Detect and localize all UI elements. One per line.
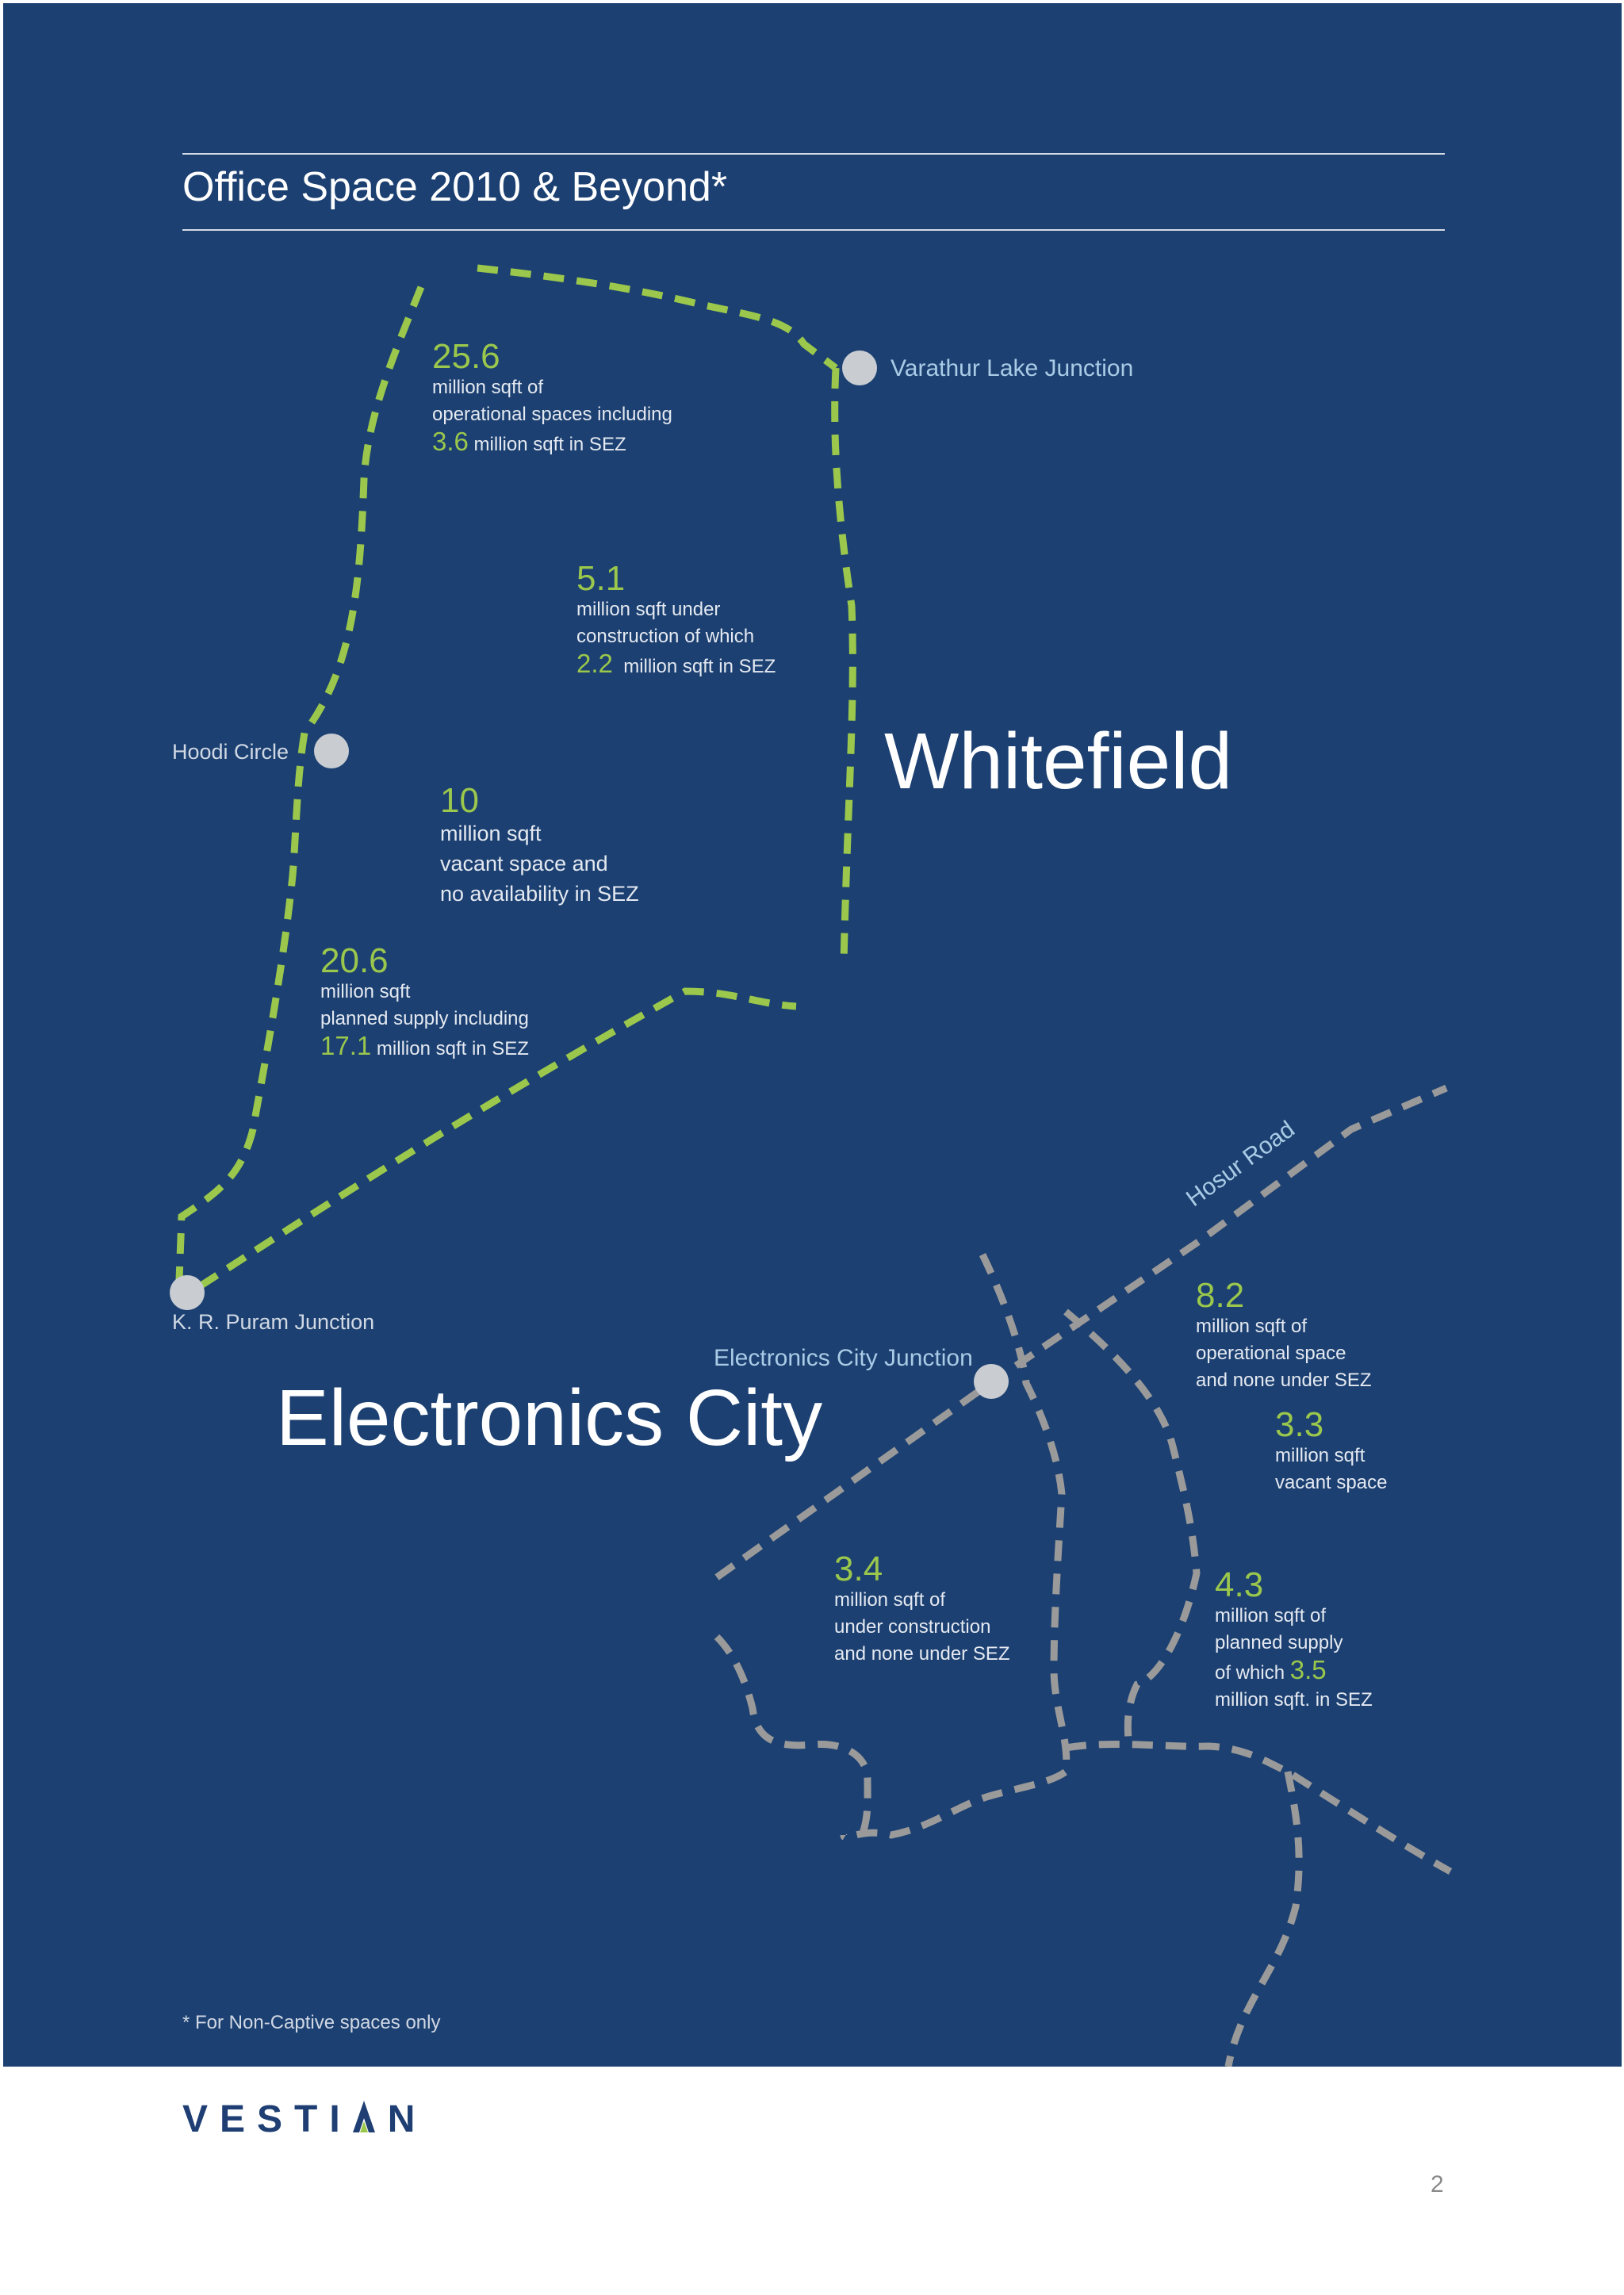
logo-text-part2: N	[387, 2098, 427, 2140]
map-panel	[3, 3, 1622, 2067]
ec-operational-stat: 8.2 million sqft of operational space an…	[1196, 1278, 1372, 1394]
hoodi-circle-label: Hoodi Circle	[172, 740, 289, 764]
ec-road-4	[1065, 1740, 1453, 1875]
electronics-city-roads	[714, 1084, 1453, 2067]
wf-operational-stat: 25.6 million sqft of operational spaces …	[432, 339, 672, 458]
wf-construction-sez-value: 2.2	[576, 649, 613, 678]
ec-vacant-line1: million sqft	[1275, 1445, 1365, 1466]
varathur-junction-marker	[842, 351, 877, 385]
ec-road-1	[840, 1253, 1071, 1841]
hoodi-circle-marker	[314, 734, 349, 768]
title-rule-bottom	[182, 229, 1445, 231]
ec-operational-line1: million sqft of	[1196, 1316, 1308, 1337]
whitefield-route-west	[175, 285, 425, 1281]
wf-construction-line2: construction of which	[576, 626, 755, 647]
varathur-junction-label: Varathur Lake Junction	[891, 355, 1134, 381]
footnote: * For Non-Captive spaces only	[182, 2012, 441, 2033]
ec-construction-stat: 3.4 million sqft of under construction a…	[834, 1552, 1010, 1668]
wf-planned-stat: 20.6 million sqft planned supply includi…	[320, 944, 529, 1063]
ec-construction-line2: under construction	[834, 1616, 991, 1638]
logo-text-part1: VESTI	[182, 2098, 352, 2140]
ec-planned-line3-prefix: of which	[1215, 1662, 1285, 1684]
wf-planned-line1: million sqft	[320, 981, 411, 1002]
whitefield-route-south	[197, 987, 797, 1289]
ec-operational-value: 8.2	[1196, 1276, 1245, 1315]
whitefield-boundary	[175, 264, 856, 1289]
vestian-logo: VESTI N	[182, 2098, 427, 2141]
ec-planned-value: 4.3	[1215, 1565, 1264, 1604]
ec-planned-line1: million sqft of	[1215, 1605, 1327, 1626]
whitefield-route-east	[831, 367, 856, 964]
wf-vacant-line1: million sqft	[440, 822, 542, 845]
ec-vacant-line2: vacant space	[1275, 1472, 1388, 1493]
route-lines	[175, 264, 1453, 2067]
kr-puram-junction-marker	[170, 1275, 205, 1310]
kr-puram-junction-label: K. R. Puram Junction	[172, 1310, 375, 1334]
wf-construction-line1: million sqft under	[576, 599, 721, 620]
page-title: Office Space 2010 & Beyond*	[182, 164, 728, 210]
ec-construction-value: 3.4	[834, 1550, 883, 1588]
ec-construction-line1: million sqft of	[834, 1589, 946, 1611]
wf-operational-sez-value: 3.6	[432, 427, 469, 456]
ec-planned-sez-value: 3.5	[1289, 1655, 1327, 1684]
wf-operational-line1: million sqft of	[432, 377, 544, 398]
wf-planned-line2: planned supply including	[320, 1008, 529, 1029]
electronics-city-region-label: Electronics City	[276, 1374, 823, 1462]
ec-planned-line4: million sqft. in SEZ	[1215, 1689, 1373, 1711]
ec-construction-line3: and none under SEZ	[834, 1643, 1010, 1665]
wf-planned-value: 20.6	[320, 941, 389, 980]
title-rule-top	[182, 153, 1445, 155]
page-number: 2	[1431, 2171, 1444, 2197]
wf-construction-value: 5.1	[576, 559, 626, 598]
electronics-city-junction-marker	[974, 1364, 1009, 1399]
ec-road-2	[1063, 1308, 1201, 1749]
ec-operational-line3: and none under SEZ	[1196, 1370, 1372, 1391]
wf-vacant-value: 10	[440, 781, 479, 820]
ec-road-5	[1224, 1771, 1303, 2067]
ec-planned-line2: planned supply	[1215, 1632, 1343, 1653]
wf-operational-value: 25.6	[432, 337, 500, 376]
ec-operational-line2: operational space	[1196, 1343, 1346, 1364]
wf-planned-sez-value: 17.1	[320, 1031, 372, 1060]
wf-planned-sez-text: million sqft in SEZ	[376, 1038, 529, 1059]
whitefield-route-north	[477, 264, 838, 371]
hosur-road-line	[714, 1084, 1448, 1580]
wf-construction-stat: 5.1 million sqft under construction of w…	[576, 561, 776, 680]
electronics-city-junction-label: Electronics City Junction	[714, 1345, 973, 1371]
ec-vacant-stat: 3.3 million sqft vacant space	[1275, 1408, 1387, 1496]
ec-vacant-value: 3.3	[1275, 1405, 1324, 1444]
wf-vacant-line2: vacant space and	[440, 852, 608, 875]
wf-construction-sez-text: million sqft in SEZ	[623, 656, 776, 677]
wf-operational-sez-text: million sqft in SEZ	[473, 434, 626, 455]
wf-vacant-line3: no availability in SEZ	[440, 882, 639, 906]
wf-operational-line2: operational spaces including	[432, 404, 672, 425]
logo-a-glyph	[352, 2098, 376, 2136]
ec-road-3	[714, 1634, 871, 1843]
whitefield-region-label: Whitefield	[884, 717, 1233, 806]
ec-planned-stat: 4.3 million sqft of planned supply of wh…	[1215, 1568, 1373, 1714]
wf-vacant-stat: 10 million sqft vacant space and no avai…	[440, 784, 639, 909]
